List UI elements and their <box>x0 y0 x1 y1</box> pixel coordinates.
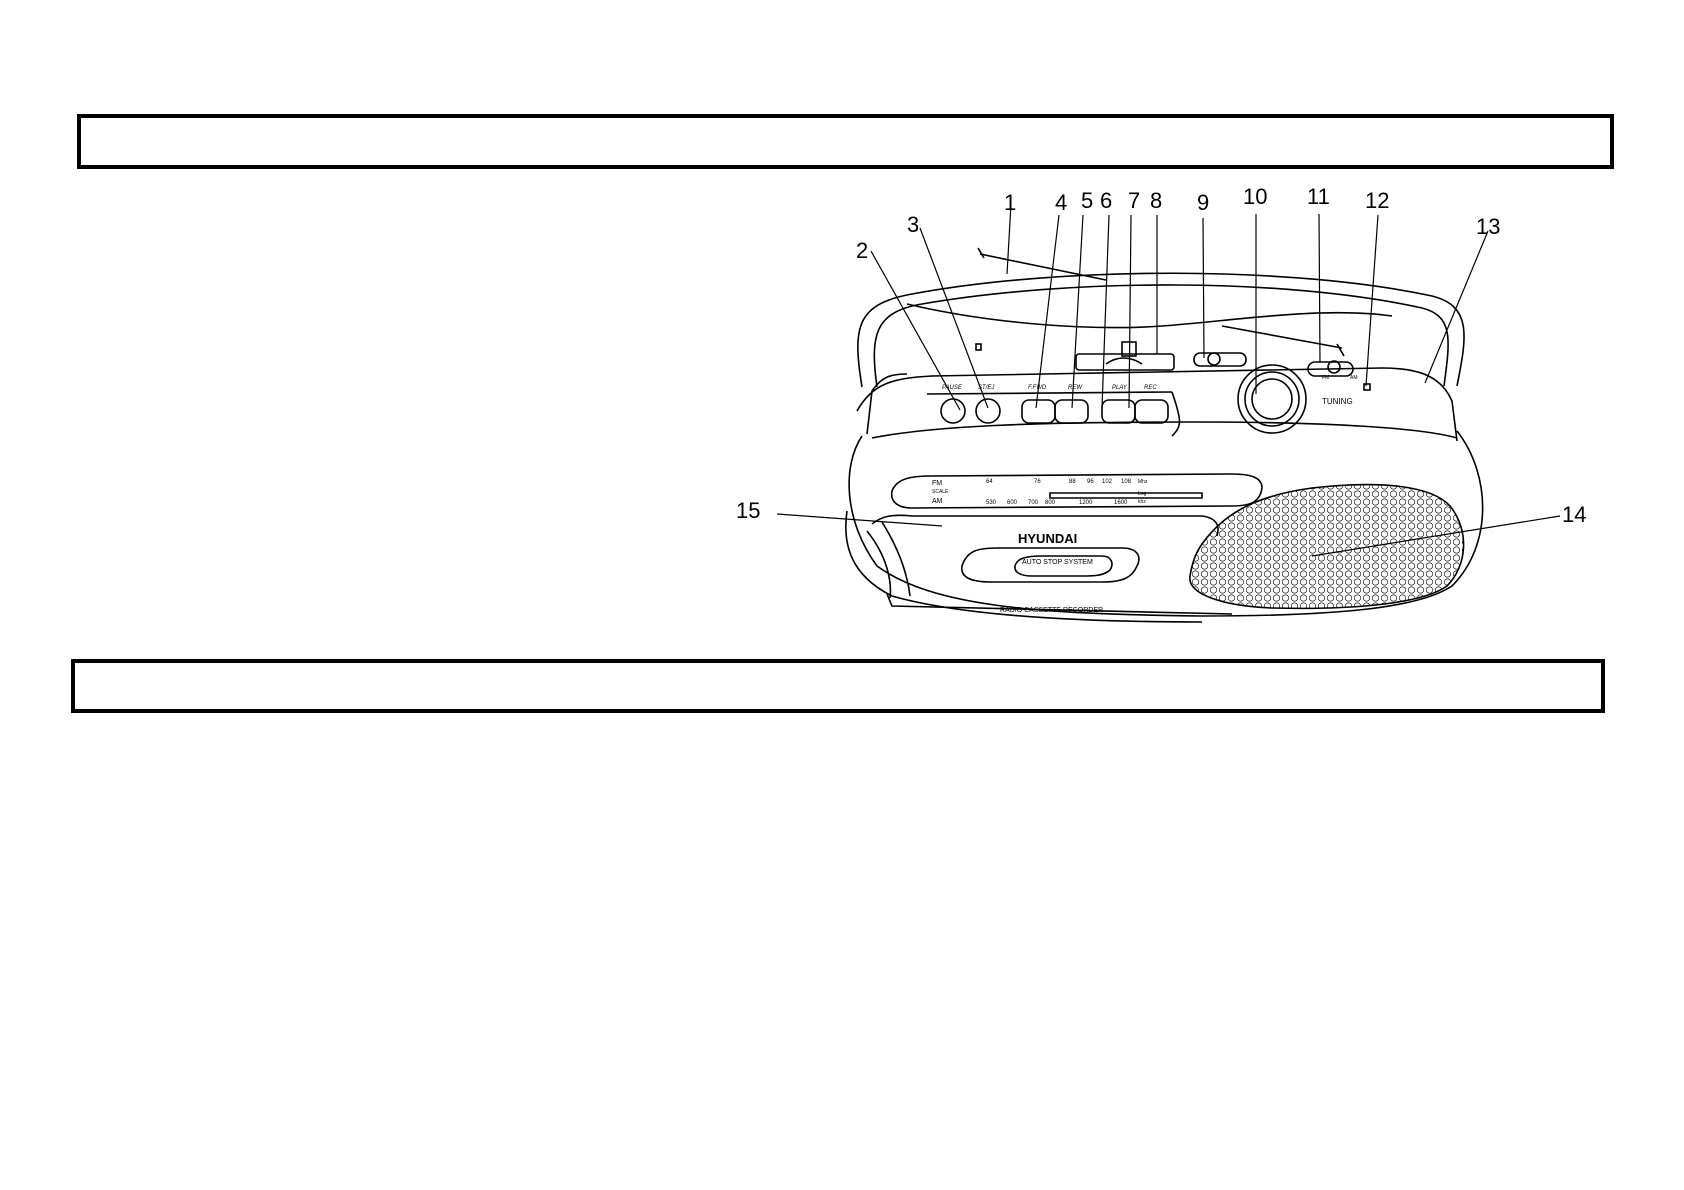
section-header-top <box>77 114 1614 169</box>
fm-tick: 102 <box>1102 479 1113 485</box>
log-label: Log <box>1138 491 1147 497</box>
callout-9: 9 <box>1197 190 1209 215</box>
brand-logo: HYUNDAI <box>1018 531 1077 546</box>
am-unit: khz <box>1138 499 1146 505</box>
dial-scale-label: SCALE <box>932 489 949 495</box>
callout-11: 11 <box>1307 186 1330 209</box>
fm-tick: 88 <box>1069 479 1076 485</box>
fm-tick: 76 <box>1034 479 1041 485</box>
callout-7: 7 <box>1128 188 1140 213</box>
callout-3: 3 <box>907 212 919 237</box>
callout-4: 4 <box>1055 190 1067 215</box>
callout-14: 14 <box>1562 502 1586 527</box>
callout-10: 10 <box>1243 186 1267 209</box>
am-tick: 530 <box>986 500 997 506</box>
callout-13: 13 <box>1476 214 1500 239</box>
device-caption: RADIO CASSETTE RECORDER <box>1000 607 1103 614</box>
rew-label: REW <box>1068 385 1083 391</box>
rec-label: REC <box>1144 385 1157 391</box>
pause-label: PAUSE <box>942 385 963 391</box>
stop-eject-label: ST/EJ <box>978 385 995 391</box>
am-tick: 1200 <box>1079 500 1093 506</box>
am-tick: 1600 <box>1114 500 1128 506</box>
callout-15: 15 <box>736 498 760 523</box>
callout-6: 6 <box>1100 188 1112 213</box>
dial-am-label: AM <box>932 498 943 505</box>
callout-5: 5 <box>1081 188 1093 213</box>
am-tick: 600 <box>1007 500 1018 506</box>
play-label: PLAY <box>1112 385 1128 391</box>
callout-2: 2 <box>856 238 868 263</box>
band-fm-label: FM <box>1322 375 1329 381</box>
auto-stop-label: AUTO STOP SYSTEM <box>1022 559 1093 566</box>
radio-cassette-diagram: 1 2 3 4 5 6 7 8 9 10 11 12 13 14 15 PAUS… <box>732 186 1618 626</box>
dial-fm-label: FM <box>932 480 942 487</box>
am-tick: 800 <box>1045 500 1056 506</box>
band-am-label: AM <box>1350 375 1358 381</box>
fm-unit: Mhz <box>1138 479 1148 485</box>
am-tick: 700 <box>1028 500 1039 506</box>
callout-1: 1 <box>1004 190 1016 215</box>
section-header-bottom <box>71 659 1605 713</box>
callout-8: 8 <box>1150 188 1162 213</box>
callout-12: 12 <box>1365 188 1389 213</box>
fm-tick: 108 <box>1121 479 1132 485</box>
fm-tick: 64 <box>986 479 993 485</box>
tuning-label: TUNING <box>1322 397 1353 406</box>
ffwd-label: F.FWD <box>1028 385 1047 391</box>
fm-tick: 96 <box>1087 479 1094 485</box>
